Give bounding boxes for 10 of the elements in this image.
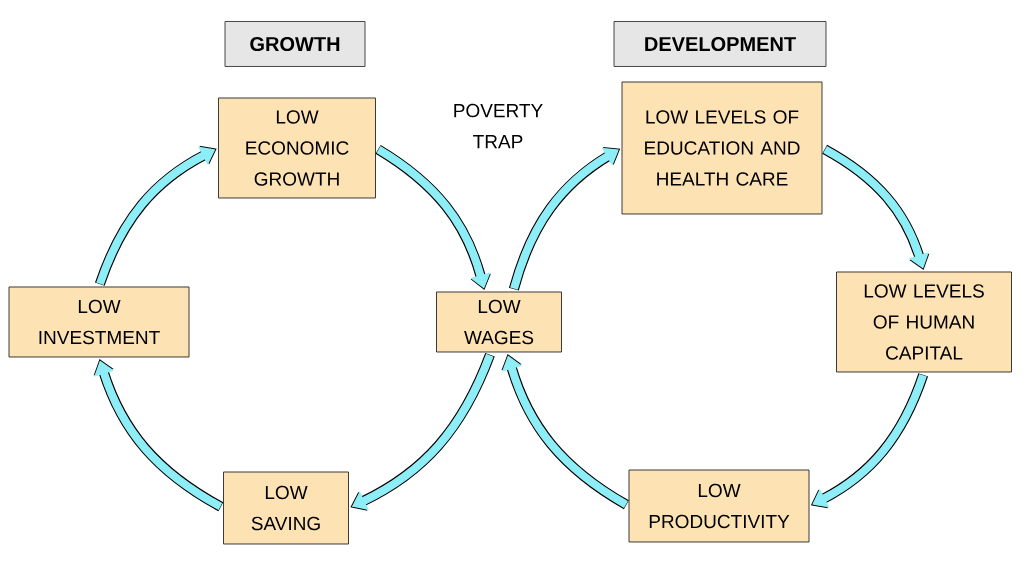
process-box: LOW INVESTMENT — [8, 286, 190, 358]
annotation-text: POVERTY TRAP — [454, 103, 543, 149]
process-box: LOW LEVELS OF HUMAN CAPITAL — [836, 271, 1012, 373]
process-box: LOW PRODUCTIVITY — [628, 469, 810, 543]
heading-box: GROWTH — [224, 21, 366, 67]
process-box: LOW WAGES — [436, 291, 562, 353]
process-box: LOW SAVING — [223, 471, 349, 545]
heading-box: DEVELOPMENT — [613, 21, 827, 67]
process-box: LOW ECONOMIC GROWTH — [218, 97, 376, 199]
process-box: LOW LEVELS OF EDUCATION AND HEALTH CARE — [621, 81, 823, 215]
